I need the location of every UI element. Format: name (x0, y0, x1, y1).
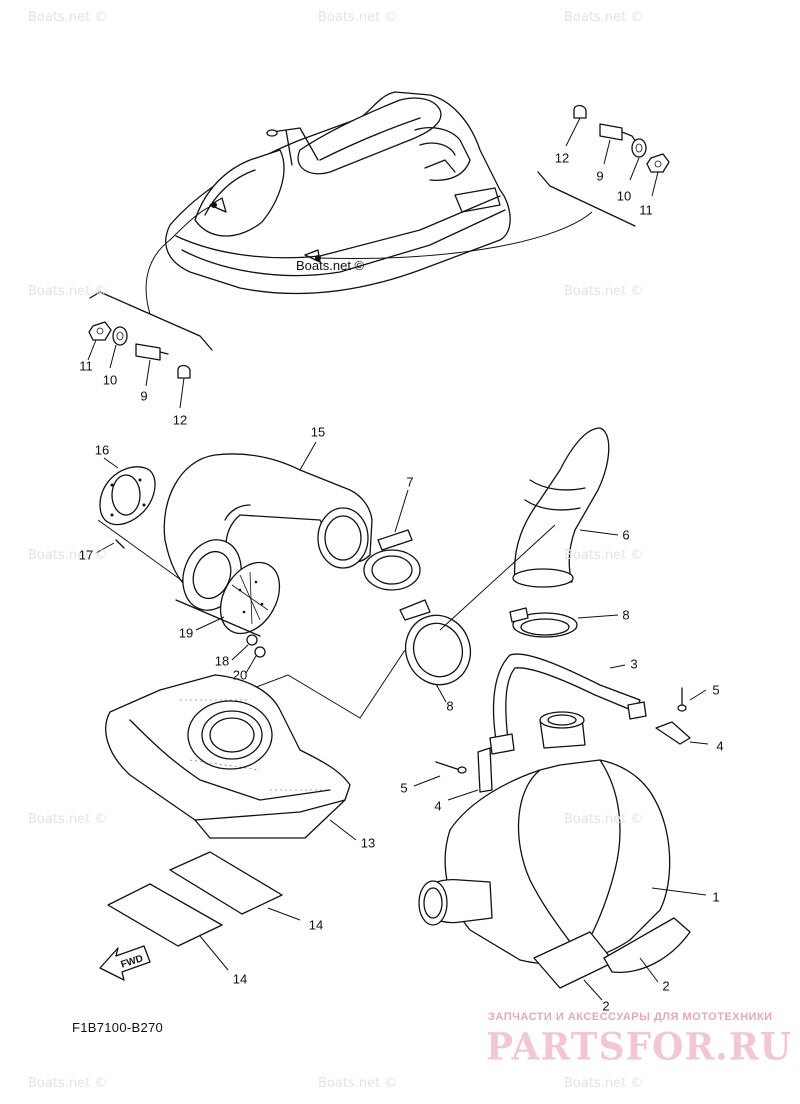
rubber-elbow (512, 427, 610, 588)
callout-14: 14 (308, 917, 324, 933)
muffler (418, 711, 671, 965)
callout-17: 17 (78, 547, 94, 563)
strap (489, 653, 647, 755)
clamp-8-right (509, 607, 578, 638)
callout-10: 10 (616, 188, 632, 204)
callout-4: 4 (716, 738, 724, 754)
callout-4: 4 (434, 798, 442, 814)
gasket-plate (219, 561, 281, 635)
callout-13: 13 (360, 835, 376, 851)
shop-logo: PARTSFOR.RU (486, 1024, 793, 1070)
callout-2: 2 (662, 978, 670, 994)
valve-parts-left (88, 321, 191, 379)
watermark: Boats.net © (28, 1076, 108, 1091)
callout-16: 16 (94, 442, 110, 458)
watermark: Boats.net © (28, 812, 108, 827)
callout-12: 12 (554, 150, 570, 166)
callout-5: 5 (712, 682, 720, 698)
callout-18: 18 (214, 653, 230, 669)
clamp-8-left (399, 599, 472, 686)
callout-14: 14 (232, 971, 248, 987)
callout-15: 15 (310, 424, 326, 440)
callout-12: 12 (172, 412, 188, 428)
callout-7: 7 (406, 474, 414, 490)
watermark: Boats.net © (28, 10, 108, 25)
watermark: Boats.net © (28, 284, 108, 299)
watermark: Boats.net © (564, 1076, 644, 1091)
shop-tagline: ЗАПЧАСТИ И АКСЕССУАРЫ ДЛЯ МОТОТЕХНИКИ (488, 1011, 773, 1023)
pads (533, 917, 691, 989)
watermark: Boats.net © (28, 548, 108, 563)
callout-1: 1 (712, 889, 720, 905)
callout-19: 19 (178, 625, 194, 641)
water-box (105, 674, 351, 839)
callout-11: 11 (79, 358, 93, 374)
valve-parts-right (573, 104, 670, 173)
callout-8: 8 (446, 698, 454, 714)
callout-9: 9 (140, 388, 148, 404)
watermark: Boats.net © (318, 10, 398, 25)
fwd-arrow (99, 945, 151, 981)
watermark: Boats.net © (318, 1076, 398, 1091)
callout-8: 8 (622, 607, 630, 623)
flange-ring (99, 466, 156, 526)
mats (107, 851, 283, 947)
watercraft-illustration (165, 91, 511, 295)
callout-3: 3 (630, 656, 638, 672)
boats-label: Boats.net © (296, 258, 365, 273)
watermark: Boats.net © (564, 10, 644, 25)
callout-6: 6 (622, 527, 630, 543)
diagram-code: F1B7100-B270 (72, 1020, 164, 1035)
watermark: Boats.net © (564, 284, 644, 299)
callout-20: 20 (232, 667, 248, 683)
callout-9: 9 (596, 168, 604, 184)
callout-2: 2 (602, 998, 610, 1014)
watermark: Boats.net © (564, 812, 644, 827)
callout-10: 10 (102, 372, 118, 388)
watermark: Boats.net © (564, 548, 644, 563)
callout-5: 5 (400, 780, 408, 796)
callout-11: 11 (639, 202, 653, 218)
clamp-7 (363, 529, 421, 591)
